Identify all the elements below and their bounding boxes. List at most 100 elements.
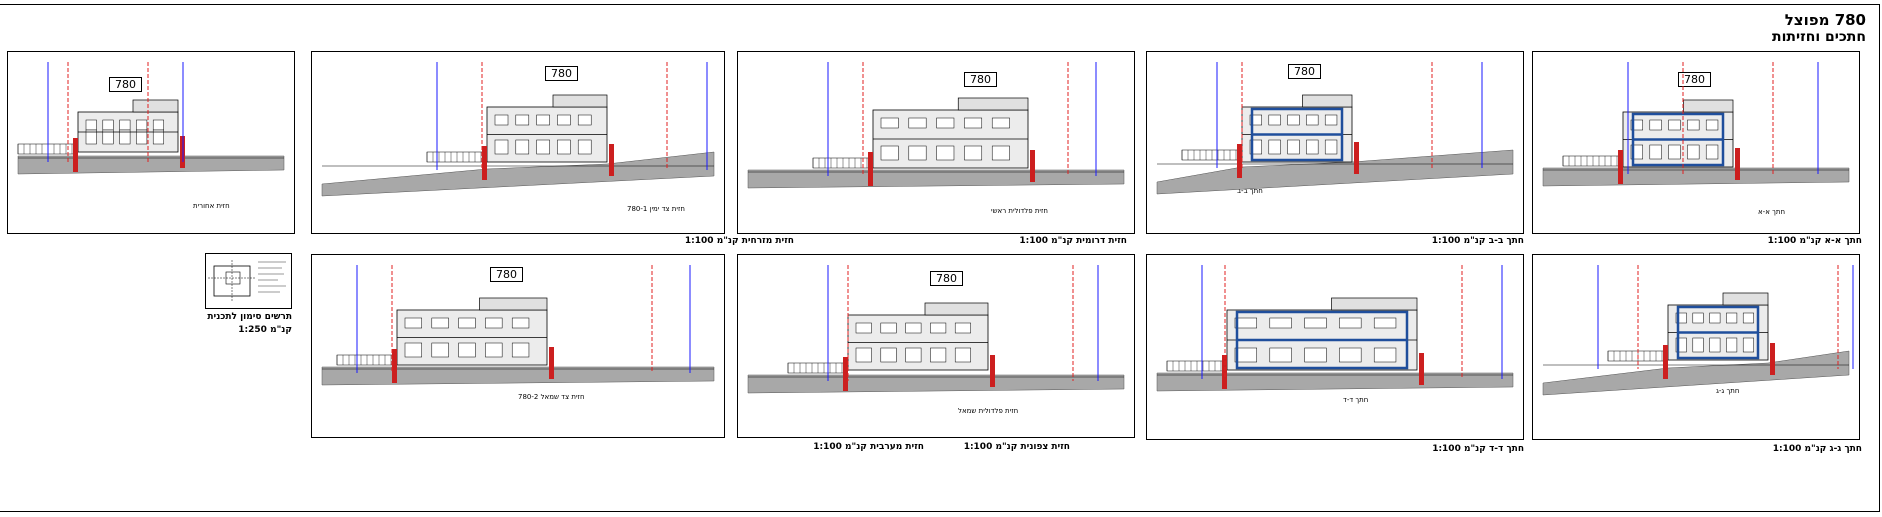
railing [1166, 360, 1226, 372]
view-drawing [321, 265, 715, 386]
ground-fill [321, 366, 715, 386]
drawing-south-elevation: 780 חזית פלדולית ראשי [737, 51, 1135, 234]
retaining-wall [1735, 148, 1740, 180]
window [152, 119, 164, 131]
window [1649, 144, 1662, 160]
caption-section-gg: חתך ג-ג קנ"מ 1:100 [1772, 444, 1862, 454]
upper-floor [957, 97, 1029, 111]
retaining-wall [1618, 150, 1623, 184]
window [880, 322, 897, 334]
upper-floor [924, 302, 989, 316]
drawing-number: 780 [490, 267, 523, 282]
retaining-wall [1419, 353, 1424, 385]
window [964, 117, 983, 129]
key-plan-caption: תרשים סימון לתכנית קנ"מ 1:250 [205, 311, 292, 337]
window [458, 342, 476, 358]
window [1268, 139, 1281, 155]
window [1339, 347, 1362, 363]
key-plan-caption-line-1: תרשים סימון לתכנית [207, 312, 292, 322]
upper-floor [1722, 292, 1769, 306]
window [119, 119, 131, 131]
window [1304, 347, 1327, 363]
window [1287, 139, 1300, 155]
upper-floor [1683, 99, 1734, 113]
window [515, 114, 530, 126]
retaining-wall [1770, 343, 1775, 375]
window [136, 129, 148, 145]
window [1373, 347, 1397, 363]
view-drawing [1156, 265, 1514, 392]
window [85, 119, 97, 131]
window [880, 347, 897, 363]
retaining-wall [73, 138, 78, 172]
view-drawing [1156, 62, 1514, 195]
drawing-section-dd: חתך ד-ד [1146, 254, 1524, 440]
window [536, 139, 550, 155]
window [855, 347, 872, 363]
upper-floor [132, 99, 179, 113]
retaining-wall [609, 144, 614, 176]
window [1268, 114, 1281, 126]
view-drawing [1542, 62, 1850, 187]
window [1287, 114, 1300, 126]
caption-north-elevation: חזית צפונית קנ"מ 1:100 [963, 442, 1070, 452]
window [119, 129, 131, 145]
railing [17, 143, 77, 155]
window [1692, 337, 1704, 353]
caption-section-dd: חתך ד-ד קנ"מ 1:100 [1432, 444, 1524, 454]
railing [1607, 350, 1667, 362]
window [1668, 144, 1681, 160]
window [102, 119, 114, 131]
window [880, 145, 899, 161]
window [905, 347, 922, 363]
retaining-wall [868, 152, 873, 186]
window [1709, 337, 1721, 353]
window [1339, 317, 1362, 329]
retaining-wall [990, 355, 995, 387]
ground-fill [747, 374, 1125, 394]
drawing-east-elevation: 780 חזית צד ימין 780-1 [311, 51, 725, 234]
drawing-west-elevation: 780 חזית צד שמאל 780-2 [311, 254, 725, 438]
retaining-wall [482, 146, 487, 180]
view-drawing [17, 62, 285, 175]
window [1709, 312, 1721, 324]
drawing-inner-label: חזית אחורית [193, 202, 230, 210]
window [1687, 119, 1700, 131]
drawing-number: 780 [545, 66, 578, 81]
view-drawing [321, 62, 715, 197]
upper-floor [1302, 94, 1353, 108]
window [964, 145, 983, 161]
drawing-section-aa: 780 חתך א-א [1532, 51, 1860, 234]
retaining-wall [1222, 355, 1227, 389]
railing [426, 151, 486, 163]
window [1726, 337, 1738, 353]
window [954, 322, 971, 334]
window [1373, 317, 1397, 329]
window [1742, 312, 1754, 324]
window [908, 117, 927, 129]
drawing-number: 780 [964, 72, 997, 87]
drawing-inner-label: חזית פלדולית ראשי [991, 207, 1048, 215]
retaining-wall [1663, 345, 1668, 379]
railing [787, 362, 847, 374]
window [1249, 114, 1262, 126]
retaining-wall [843, 357, 848, 391]
window [1726, 312, 1738, 324]
window [511, 317, 530, 329]
view-drawing [1542, 265, 1854, 396]
window [431, 317, 449, 329]
retaining-wall [549, 347, 554, 379]
key-plan-caption-line-2: קנ"מ 1:250 [238, 325, 292, 335]
railing [336, 354, 396, 366]
window [536, 114, 550, 126]
window [1234, 347, 1257, 363]
drawing-inner-label: חזית פלדולית שמאל [958, 407, 1019, 415]
window [102, 129, 114, 145]
drawing-number: 780 [1288, 64, 1321, 79]
window [1742, 337, 1754, 353]
drawing-number: 780 [930, 271, 963, 286]
window [1304, 317, 1327, 329]
window [515, 139, 530, 155]
key-plan-drawing [208, 260, 286, 302]
window [577, 114, 592, 126]
